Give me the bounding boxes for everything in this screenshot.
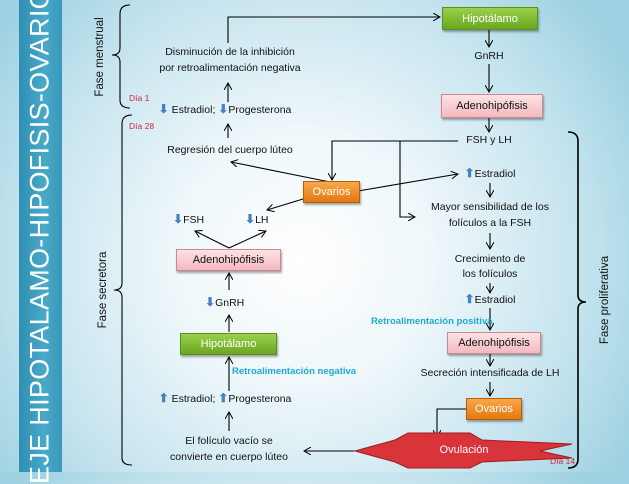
gnrh-text: GnRH bbox=[474, 50, 504, 62]
sensibilidad-text-1: Mayor sensibilidad de los bbox=[431, 201, 549, 213]
up-arrow-icon: ⬆ bbox=[464, 292, 475, 306]
day-28-label: Día 28 bbox=[129, 121, 155, 131]
adenohipofisis-left-box: Adenohipófisis bbox=[176, 249, 281, 271]
arrow-adeno-to-fsh bbox=[195, 231, 230, 249]
ovarios-center-box: Ovarios bbox=[303, 181, 360, 203]
disminucion-text-2: por retroalimentación negativa bbox=[159, 62, 301, 74]
retro-positiva-text: Retroalimentación positiva bbox=[371, 316, 493, 327]
fsh-lh-text: FSH y LH bbox=[466, 134, 512, 146]
phase-menstrual-label: Fase menstrual bbox=[94, 17, 106, 97]
crecimiento-text-1: Crecimiento de bbox=[454, 253, 526, 265]
down-arrow-icon: ⬇ bbox=[205, 295, 216, 309]
brace-secretory bbox=[113, 114, 133, 466]
retro-negativa-text: Retroalimentación negativa bbox=[232, 366, 357, 377]
ovulacion-label: Ovulación bbox=[439, 444, 489, 456]
down-arrow-icon: ⬇ bbox=[158, 102, 169, 116]
arrow-ovarios-to-regresion bbox=[231, 162, 331, 183]
ovulacion-shape bbox=[353, 432, 573, 469]
estradiol-up-1: ⬆Estradiol bbox=[464, 166, 516, 180]
down-arrow-icon: ⬇ bbox=[218, 102, 229, 116]
ovarios-bottom-box: Ovarios bbox=[466, 398, 522, 420]
arrow-ovarios-to-estradiol bbox=[357, 174, 458, 192]
adenohipofisis-top-box: Adenohipófisis bbox=[441, 94, 543, 118]
regresion-text: Regresión del cuerpo lúteo bbox=[167, 144, 293, 156]
phase-secretory-label: Fase secretora bbox=[97, 251, 109, 329]
title-bar: EJE HIPOTALAMO-HIPOFISIS-OVARIO bbox=[19, 0, 62, 484]
down-arrow-icon: ⬇ bbox=[173, 212, 184, 226]
crecimiento-text-2: los folículos bbox=[462, 268, 518, 280]
fsh-down: ⬇FSH bbox=[173, 212, 205, 226]
arrow-ovarios-to-ovulacion bbox=[437, 408, 466, 437]
brace-proliferative bbox=[567, 131, 587, 469]
up-arrow-icon: ⬆ bbox=[218, 391, 229, 405]
sensibilidad-text-2: folículos a la FSH bbox=[448, 217, 532, 229]
estradiol-progesterona-down: ⬇ Estradiol; ⬇Progesterona bbox=[158, 102, 292, 116]
estradiol-progesterona-up: ⬆ Estradiol; ⬆Progesterona bbox=[158, 391, 292, 405]
connector-layer bbox=[111, 4, 587, 469]
up-arrow-icon: ⬆ bbox=[464, 166, 475, 180]
hipotalamo-top-box: Hipotálamo bbox=[442, 7, 538, 30]
hipotalamo-left-box: Hipotálamo bbox=[180, 333, 277, 355]
foliculo-text-2: convierte en cuerpo lúteo bbox=[170, 451, 288, 463]
brace-menstrual bbox=[111, 4, 131, 109]
arrow-ovarios-to-lh bbox=[267, 198, 304, 210]
arrow-to-hypothalamus-top bbox=[227, 17, 440, 43]
down-arrow-icon: ⬇ bbox=[245, 212, 256, 226]
lh-down: ⬇LH bbox=[245, 212, 269, 226]
arrow-adeno-to-lh bbox=[228, 231, 266, 249]
day-14-label: Día 14 bbox=[550, 456, 576, 466]
arrow-fshlh-to-sensibilidad bbox=[399, 141, 415, 217]
foliculo-text-1: El folículo vacío se bbox=[185, 435, 273, 447]
arrow-fshlh-to-ovarios bbox=[332, 140, 458, 180]
up-arrow-icon: ⬆ bbox=[158, 391, 169, 405]
estradiol-up-2: ⬆Estradiol bbox=[464, 292, 516, 306]
adenohipofisis-bottom-box: Adenohipófisis bbox=[447, 332, 541, 354]
day-1-label: Día 1 bbox=[129, 93, 150, 103]
phase-proliferative-label: Fase proliferativa bbox=[599, 255, 611, 345]
gnrh-down: ⬇GnRH bbox=[205, 295, 245, 309]
disminucion-text-1: Disminución de la inhibición bbox=[165, 46, 295, 58]
secrecion-text: Secreción intensificada de LH bbox=[420, 367, 560, 379]
